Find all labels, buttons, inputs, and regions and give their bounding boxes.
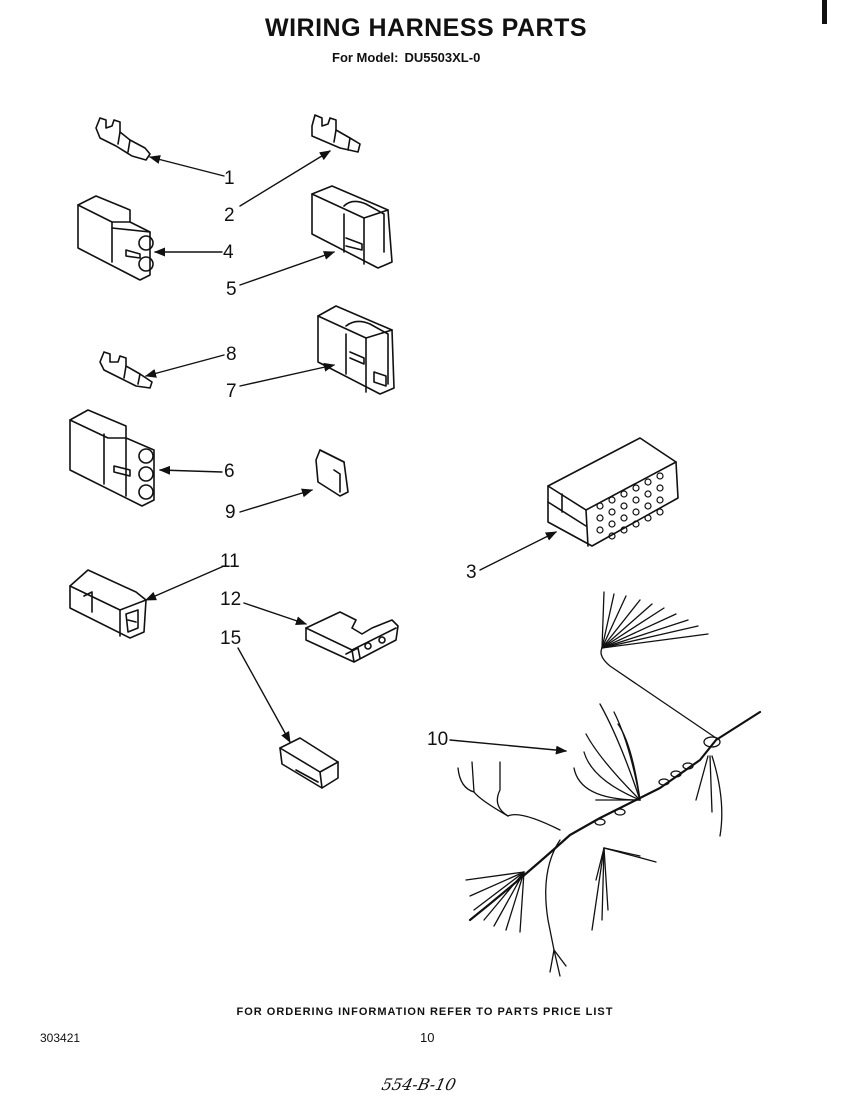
part-3-connector-block <box>547 437 679 547</box>
callout-2: 2 <box>224 205 235 226</box>
callout-11: 11 <box>220 551 240 572</box>
callout-10: 10 <box>427 729 449 750</box>
ordering-note: FOR ORDERING INFORMATION REFER TO PARTS … <box>236 1006 614 1018</box>
callout-9: 9 <box>225 502 236 523</box>
part-11-plug <box>69 569 147 639</box>
part-6-housing <box>69 409 155 507</box>
model-label: For Model: <box>332 50 399 65</box>
callout-8: 8 <box>226 344 237 365</box>
callout-15: 15 <box>220 628 242 649</box>
callout-3: 3 <box>466 562 477 583</box>
callout-7: 7 <box>226 381 237 402</box>
callout-12: 12 <box>220 589 242 610</box>
page-number: 10 <box>420 1030 435 1045</box>
margin-mark <box>822 0 827 24</box>
handwritten-note: 554-B-10 <box>379 1075 458 1094</box>
page-title: WIRING HARNESS PARTS <box>264 14 588 42</box>
callout-6: 6 <box>224 461 235 482</box>
part-4-housing <box>77 195 154 281</box>
part-1-terminal <box>95 117 151 161</box>
part-2-terminal <box>311 114 361 153</box>
callout-5: 5 <box>226 279 237 300</box>
part-15-block <box>279 737 339 789</box>
model-value: DU5503XL-0 <box>404 50 481 65</box>
callout-1: 1 <box>224 168 235 189</box>
part-8-terminal <box>99 351 153 389</box>
leader-lines <box>144 150 568 755</box>
document-number: 303421 <box>40 1031 81 1045</box>
callout-4: 4 <box>223 242 234 263</box>
part-7-housing <box>317 305 395 395</box>
model-line: For Model: DU5503XL-0 <box>332 50 480 65</box>
part-9-clip <box>315 449 349 497</box>
part-12-flat-connector <box>305 611 399 663</box>
part-5-housing <box>311 185 393 269</box>
part-10-wiring-harness <box>457 591 762 977</box>
